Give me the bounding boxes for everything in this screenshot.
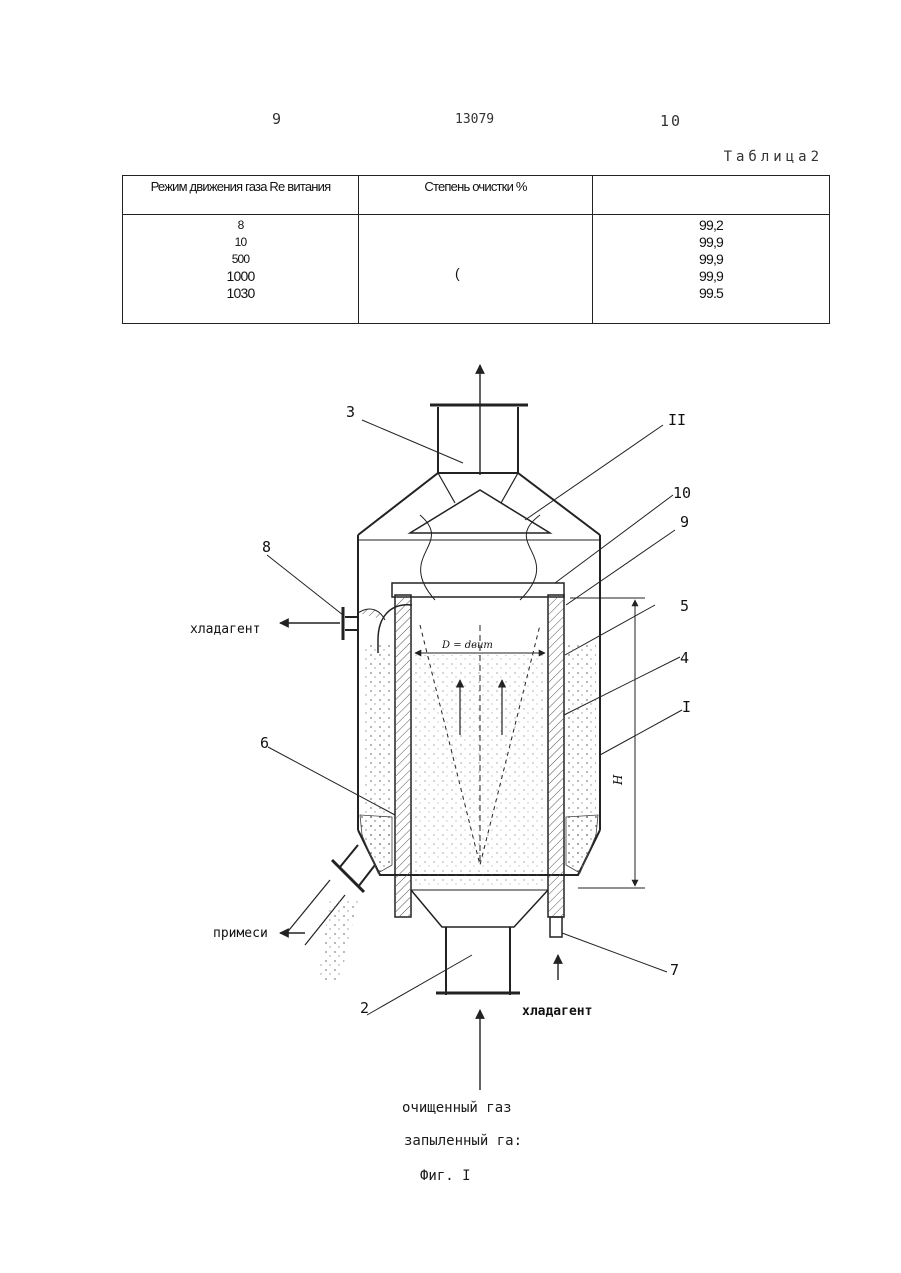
re-value: 500	[123, 251, 358, 268]
efficiency-value: 99,9	[593, 251, 829, 268]
callout-I: I	[682, 698, 691, 716]
table-cell-re-values: 8 10 500 1000 1030	[123, 215, 359, 324]
dimension-height-label: H	[611, 774, 625, 786]
figure-caption: Фиг. I	[420, 1168, 471, 1184]
label-coolant-in: хладагент	[522, 1004, 592, 1019]
label-cleaned-gas: очищенный газ	[402, 1100, 512, 1116]
callout-2: 2	[360, 999, 369, 1017]
callout-II: II	[668, 411, 686, 429]
table-header-mode: Режим движения газа Re витания	[123, 176, 359, 215]
re-value: 1000	[123, 268, 358, 285]
re-value: 8	[123, 217, 358, 234]
efficiency-value: 99.5	[593, 285, 829, 302]
label-coolant-out: хладагент	[190, 622, 260, 637]
table-caption: Таблица2	[724, 149, 823, 165]
dimension-diameter-label: D = dвит	[441, 640, 493, 651]
callout-4: 4	[680, 649, 689, 667]
callout-10: 10	[673, 484, 691, 502]
table-row: 8 10 500 1000 1030 ( 99,2 99,9 99,9 99,9…	[123, 215, 830, 324]
data-table: Режим движения газа Re витания Степень о…	[122, 175, 830, 324]
callout-9: 9	[680, 513, 689, 531]
callout-5: 5	[680, 597, 689, 615]
paren-mark: (	[455, 265, 459, 281]
patent-number: 13079	[455, 112, 494, 127]
table-cell-middle: (	[359, 215, 593, 324]
callout-6: 6	[260, 734, 269, 752]
callout-8: 8	[262, 538, 271, 556]
page-number-right: 10	[660, 112, 682, 130]
callout-7: 7	[670, 961, 679, 979]
label-impurities: примеси	[213, 926, 268, 941]
label-dusty-gas: запыленный га:	[404, 1133, 522, 1149]
table-header-row: Режим движения газа Re витания Степень о…	[123, 176, 830, 215]
table-header-blank	[593, 176, 830, 215]
re-value: 10	[123, 234, 358, 251]
re-value: 1030	[123, 285, 358, 302]
page-number-left: 9	[272, 110, 281, 128]
efficiency-value: 99,2	[593, 217, 829, 234]
table-cell-efficiency-values: 99,2 99,9 99,9 99,9 99.5	[593, 215, 830, 324]
efficiency-value: 99,9	[593, 268, 829, 285]
table-header-efficiency: Степень очистки %	[359, 176, 593, 215]
apparatus-drawing: 3 II 10 9 8 5 4 I 6 7 2 H D = dвит хлада…	[180, 355, 740, 1095]
efficiency-value: 99,9	[593, 234, 829, 251]
callout-3: 3	[346, 403, 355, 421]
